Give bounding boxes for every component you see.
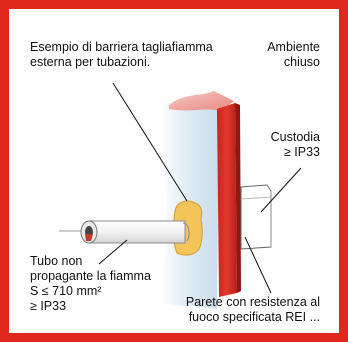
enclosure-box bbox=[240, 184, 272, 250]
wall-top-edge bbox=[169, 91, 234, 111]
leader-line-barrier bbox=[112, 82, 188, 202]
tube bbox=[59, 220, 190, 244]
wall-label: Parete con resistenza al fuoco specifica… bbox=[185, 295, 320, 324]
fire-resistant-wall bbox=[217, 103, 237, 297]
leader-line-enclosure bbox=[260, 167, 302, 213]
diagram-illustration bbox=[59, 82, 302, 309]
barrier-label: Esempio di barriera tagliafiamma esterna… bbox=[30, 40, 213, 69]
enclosure-label: Custodia ≥ IP33 bbox=[270, 130, 320, 159]
environment-label: Ambiente chiuso bbox=[267, 40, 320, 69]
leader-line-wall bbox=[244, 236, 272, 294]
tube-label: Tubo non propagante la fiamma S ≤ 710 mm… bbox=[30, 254, 151, 313]
leader-line-tube bbox=[98, 239, 128, 265]
